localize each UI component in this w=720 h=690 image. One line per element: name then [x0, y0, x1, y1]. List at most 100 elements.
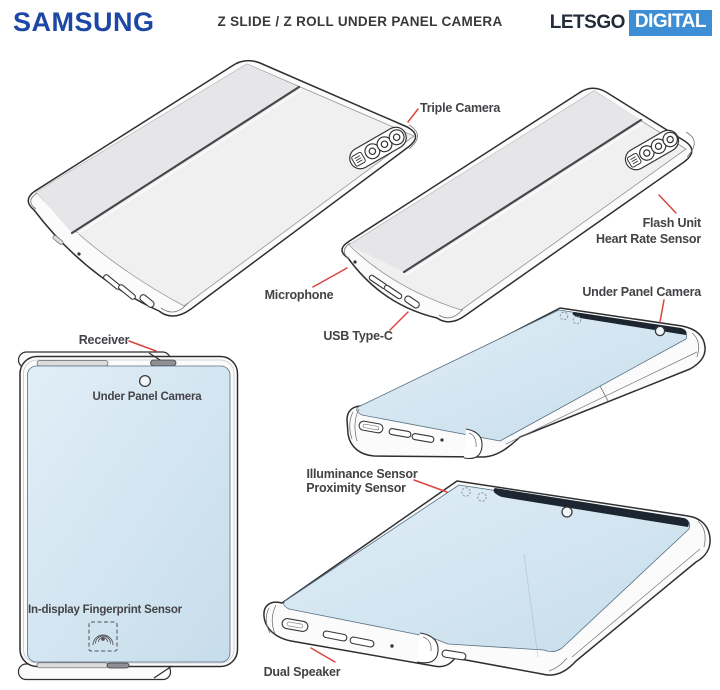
- leader-triple-camera: [407, 108, 419, 123]
- microphone-label: Microphone: [265, 288, 334, 302]
- panel-seam-line: [70, 85, 301, 235]
- usb-c-inner: [362, 423, 380, 431]
- receiver-slot: [150, 359, 177, 367]
- slide-out-panel: [349, 91, 641, 272]
- camera-lens-inner: [392, 133, 401, 142]
- leader-under-panel-camera: [659, 299, 665, 323]
- side-contour: [571, 548, 701, 658]
- phone-back-expanded-left: [27, 59, 418, 317]
- corner-contour: [685, 131, 695, 158]
- corner-contour: [30, 192, 38, 210]
- triple-camera-module: [349, 126, 407, 170]
- page-title: Z SLIDE / Z ROLL UNDER PANEL CAMERA: [217, 14, 503, 29]
- microphone-hole: [390, 644, 394, 648]
- speaker-slot: [118, 284, 136, 300]
- bottom-dark-slot: [106, 662, 130, 669]
- annotation-labels: Triple Camera Flash Unit Heart Rate Sens…: [79, 101, 703, 679]
- dual-speaker-label: Dual Speaker: [264, 665, 341, 679]
- digital-logo-badge: DIGITAL: [628, 9, 712, 36]
- corner-contour: [349, 411, 354, 440]
- phone-back-expanded-right: [341, 87, 695, 323]
- corner-contour: [691, 332, 700, 358]
- display-screen: [283, 484, 691, 652]
- leader-dual-speaker: [310, 647, 336, 663]
- bottom-edge-ports: [52, 235, 155, 308]
- illuminance-sensor-dot: [559, 311, 569, 321]
- slide-out-panel: [36, 64, 299, 233]
- leader-lines: [128, 108, 677, 663]
- fingerprint-ring: [95, 635, 111, 644]
- corner-contour: [697, 520, 706, 548]
- corner-contour: [548, 657, 568, 672]
- usb-c-port: [404, 295, 420, 309]
- usb-c-port: [139, 294, 155, 308]
- curved-edge-shadow: [493, 488, 689, 527]
- leader-flash-unit: [658, 194, 677, 214]
- speaker-slot: [388, 428, 412, 438]
- corner-contour: [265, 607, 271, 634]
- side-contour: [505, 351, 698, 445]
- speaker-slot: [349, 636, 375, 648]
- flash-detail: [632, 160, 639, 165]
- panel-seam-highlight: [73, 89, 302, 237]
- triple-camera-label: Triple Camera: [420, 101, 501, 115]
- panel-seam-line: [402, 118, 643, 274]
- flash-detail: [631, 158, 638, 163]
- top-gap-slot: [36, 360, 109, 367]
- corner-contour: [160, 302, 189, 313]
- samsung-logo: SAMSUNG: [13, 7, 155, 37]
- cap-contour: [422, 636, 432, 652]
- receiver-label: Receiver: [79, 333, 130, 347]
- microphone-hole: [77, 252, 81, 256]
- speaker-slot: [322, 630, 348, 642]
- heart-rate-sensor-label: Heart Rate Sensor: [596, 232, 701, 246]
- usb-type-c-label: USB Type-C: [323, 329, 392, 343]
- microphone-hole: [440, 438, 444, 442]
- camera-lens-inner: [380, 140, 389, 149]
- proximity-sensor-dot: [477, 492, 487, 502]
- corner-contour: [438, 308, 464, 319]
- phone-screen-compact-right: [346, 307, 706, 460]
- flash-detail: [354, 155, 361, 159]
- leader-receiver: [128, 340, 157, 352]
- sim-tray-slot: [52, 235, 64, 245]
- fingerprint-ring: [92, 634, 114, 646]
- letsgodigital-logo: LETSGO DIGITAL: [550, 9, 712, 36]
- flash-detail: [356, 159, 363, 164]
- cap-contour: [468, 432, 477, 448]
- flash-detail: [630, 156, 636, 160]
- flash-detail: [355, 157, 362, 162]
- body-inner-line: [23, 359, 235, 664]
- under-panel-camera-dot: [138, 374, 152, 388]
- fingerprint-icon: [88, 621, 118, 652]
- leader-illuminance: [413, 479, 448, 493]
- proximity-sensor-dot: [572, 315, 582, 325]
- proximity-sensor-label: Proximity Sensor: [306, 481, 406, 495]
- letsgo-logo-text: LETSGO: [549, 11, 626, 33]
- corner-contour: [271, 604, 277, 635]
- speaker-slot: [383, 284, 403, 300]
- panel-seam-highlight: [405, 122, 644, 276]
- camera-lens-inner: [643, 149, 651, 157]
- corner-contour: [343, 242, 351, 260]
- camera-lens-inner: [368, 147, 377, 156]
- bottom-edge-ports: [358, 420, 444, 443]
- triple-camera-module: [624, 129, 680, 171]
- fingerprint-ring: [101, 637, 105, 641]
- fingerprint-box: [88, 621, 118, 652]
- display-screen: [27, 365, 231, 663]
- phone-screen-expanded-right: [263, 480, 711, 676]
- corner-contour: [354, 408, 360, 442]
- under-panel-camera-right-label: Under Panel Camera: [582, 285, 702, 299]
- under-panel-camera-dot: [654, 325, 666, 337]
- slide-end-cap: [463, 428, 483, 460]
- leader-usb-type-c: [389, 311, 409, 331]
- phone-front-view: Under Panel Camera In-display Fingerprin…: [17, 351, 239, 681]
- under-panel-camera-front-label: Under Panel Camera: [93, 391, 203, 403]
- bottom-edge-ports: [353, 260, 420, 309]
- usb-c-inner: [286, 621, 304, 629]
- under-panel-camera-dot: [561, 506, 573, 518]
- slide-crease: [523, 553, 539, 658]
- camera-lens-inner: [666, 135, 674, 144]
